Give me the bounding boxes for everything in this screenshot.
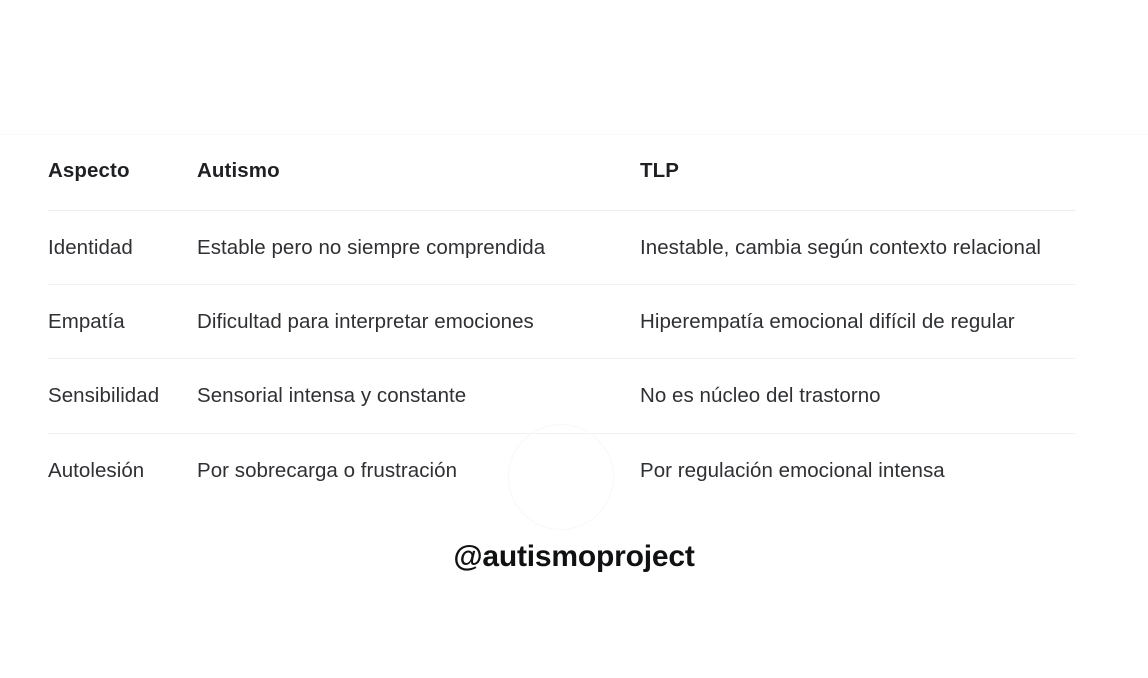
table-row: Identidad Estable pero no siempre compre…: [48, 210, 1075, 285]
cell-aspect: Empatía: [48, 309, 125, 333]
cell-autismo: Por sobrecarga o frustración: [197, 458, 458, 482]
cell-tlp: Por regulación emocional intensa: [640, 458, 945, 482]
comparison-table: Aspecto Autismo TLP Identidad Estable pe…: [48, 158, 1075, 507]
column-header-tlp: TLP: [640, 159, 680, 182]
table-grid: Aspecto Autismo TLP Identidad Estable pe…: [48, 158, 1075, 507]
cell-aspect: Identidad: [48, 235, 133, 259]
cell-tlp: No es núcleo del trastorno: [640, 384, 881, 408]
table-header: Aspecto Autismo TLP: [48, 158, 1075, 211]
footer-handle: @autismoproject: [453, 540, 695, 573]
cell-autismo: Dificultad para interpretar emociones: [197, 309, 534, 333]
cell-autismo: Estable pero no siempre comprendida: [197, 235, 546, 259]
cell-aspect: Sensibilidad: [48, 384, 160, 408]
table-row: Empatía Dificultad para interpretar emoc…: [48, 284, 1075, 359]
cell-tlp: Inestable, cambia según contexto relacio…: [640, 235, 1042, 259]
cell-aspect: Autolesión: [48, 458, 145, 482]
table-row: Sensibilidad Sensorial intensa y constan…: [48, 359, 1075, 434]
table-row: Autolesión Por sobrecarga o frustración …: [48, 433, 1075, 507]
column-header-autismo: Autismo: [197, 159, 280, 182]
table-body: Identidad Estable pero no siempre compre…: [48, 210, 1075, 507]
table-header-row: Aspecto Autismo TLP: [48, 158, 1075, 211]
cell-autismo: Sensorial intensa y constante: [197, 384, 467, 408]
column-header-aspecto: Aspecto: [48, 159, 130, 182]
top-hairline-divider: [0, 134, 1148, 135]
cell-tlp: Hiperempatía emocional difícil de regula…: [640, 309, 1015, 333]
